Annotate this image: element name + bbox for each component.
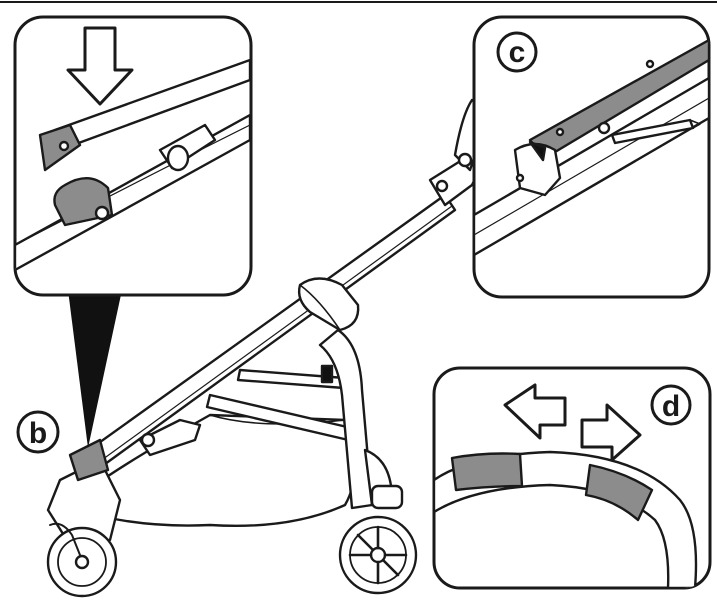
inset-c-detail [472, 15, 711, 299]
label-c: c [496, 31, 538, 73]
seat-clip [320, 364, 334, 384]
latch-clip [513, 142, 562, 197]
grip-segment-right [584, 463, 654, 522]
inset-b-detail [13, 15, 253, 448]
down-arrow-icon [66, 26, 134, 106]
rear-leg [318, 328, 374, 510]
handle-knob [457, 152, 473, 168]
label-b: b [16, 410, 60, 454]
collar-button [166, 144, 190, 172]
label-b-text: b [29, 417, 47, 450]
hinge-b-highlight [68, 438, 110, 482]
stroller [46, 98, 487, 598]
fold-lever-pin [140, 432, 156, 448]
label-c-text: c [509, 36, 526, 69]
inset-pointer [68, 290, 122, 448]
label-d-text: d [662, 390, 680, 423]
right-arrow-icon [580, 403, 642, 462]
fold-lever [138, 418, 202, 457]
central-hinge [297, 277, 360, 332]
brake-pedal [370, 484, 404, 510]
rivet [597, 121, 611, 135]
label-d: d [650, 384, 692, 426]
grip-segment-left [450, 452, 524, 492]
inset-d-detail [432, 366, 712, 590]
left-arrow-icon [503, 383, 567, 440]
handle-joint-pin [435, 179, 449, 193]
